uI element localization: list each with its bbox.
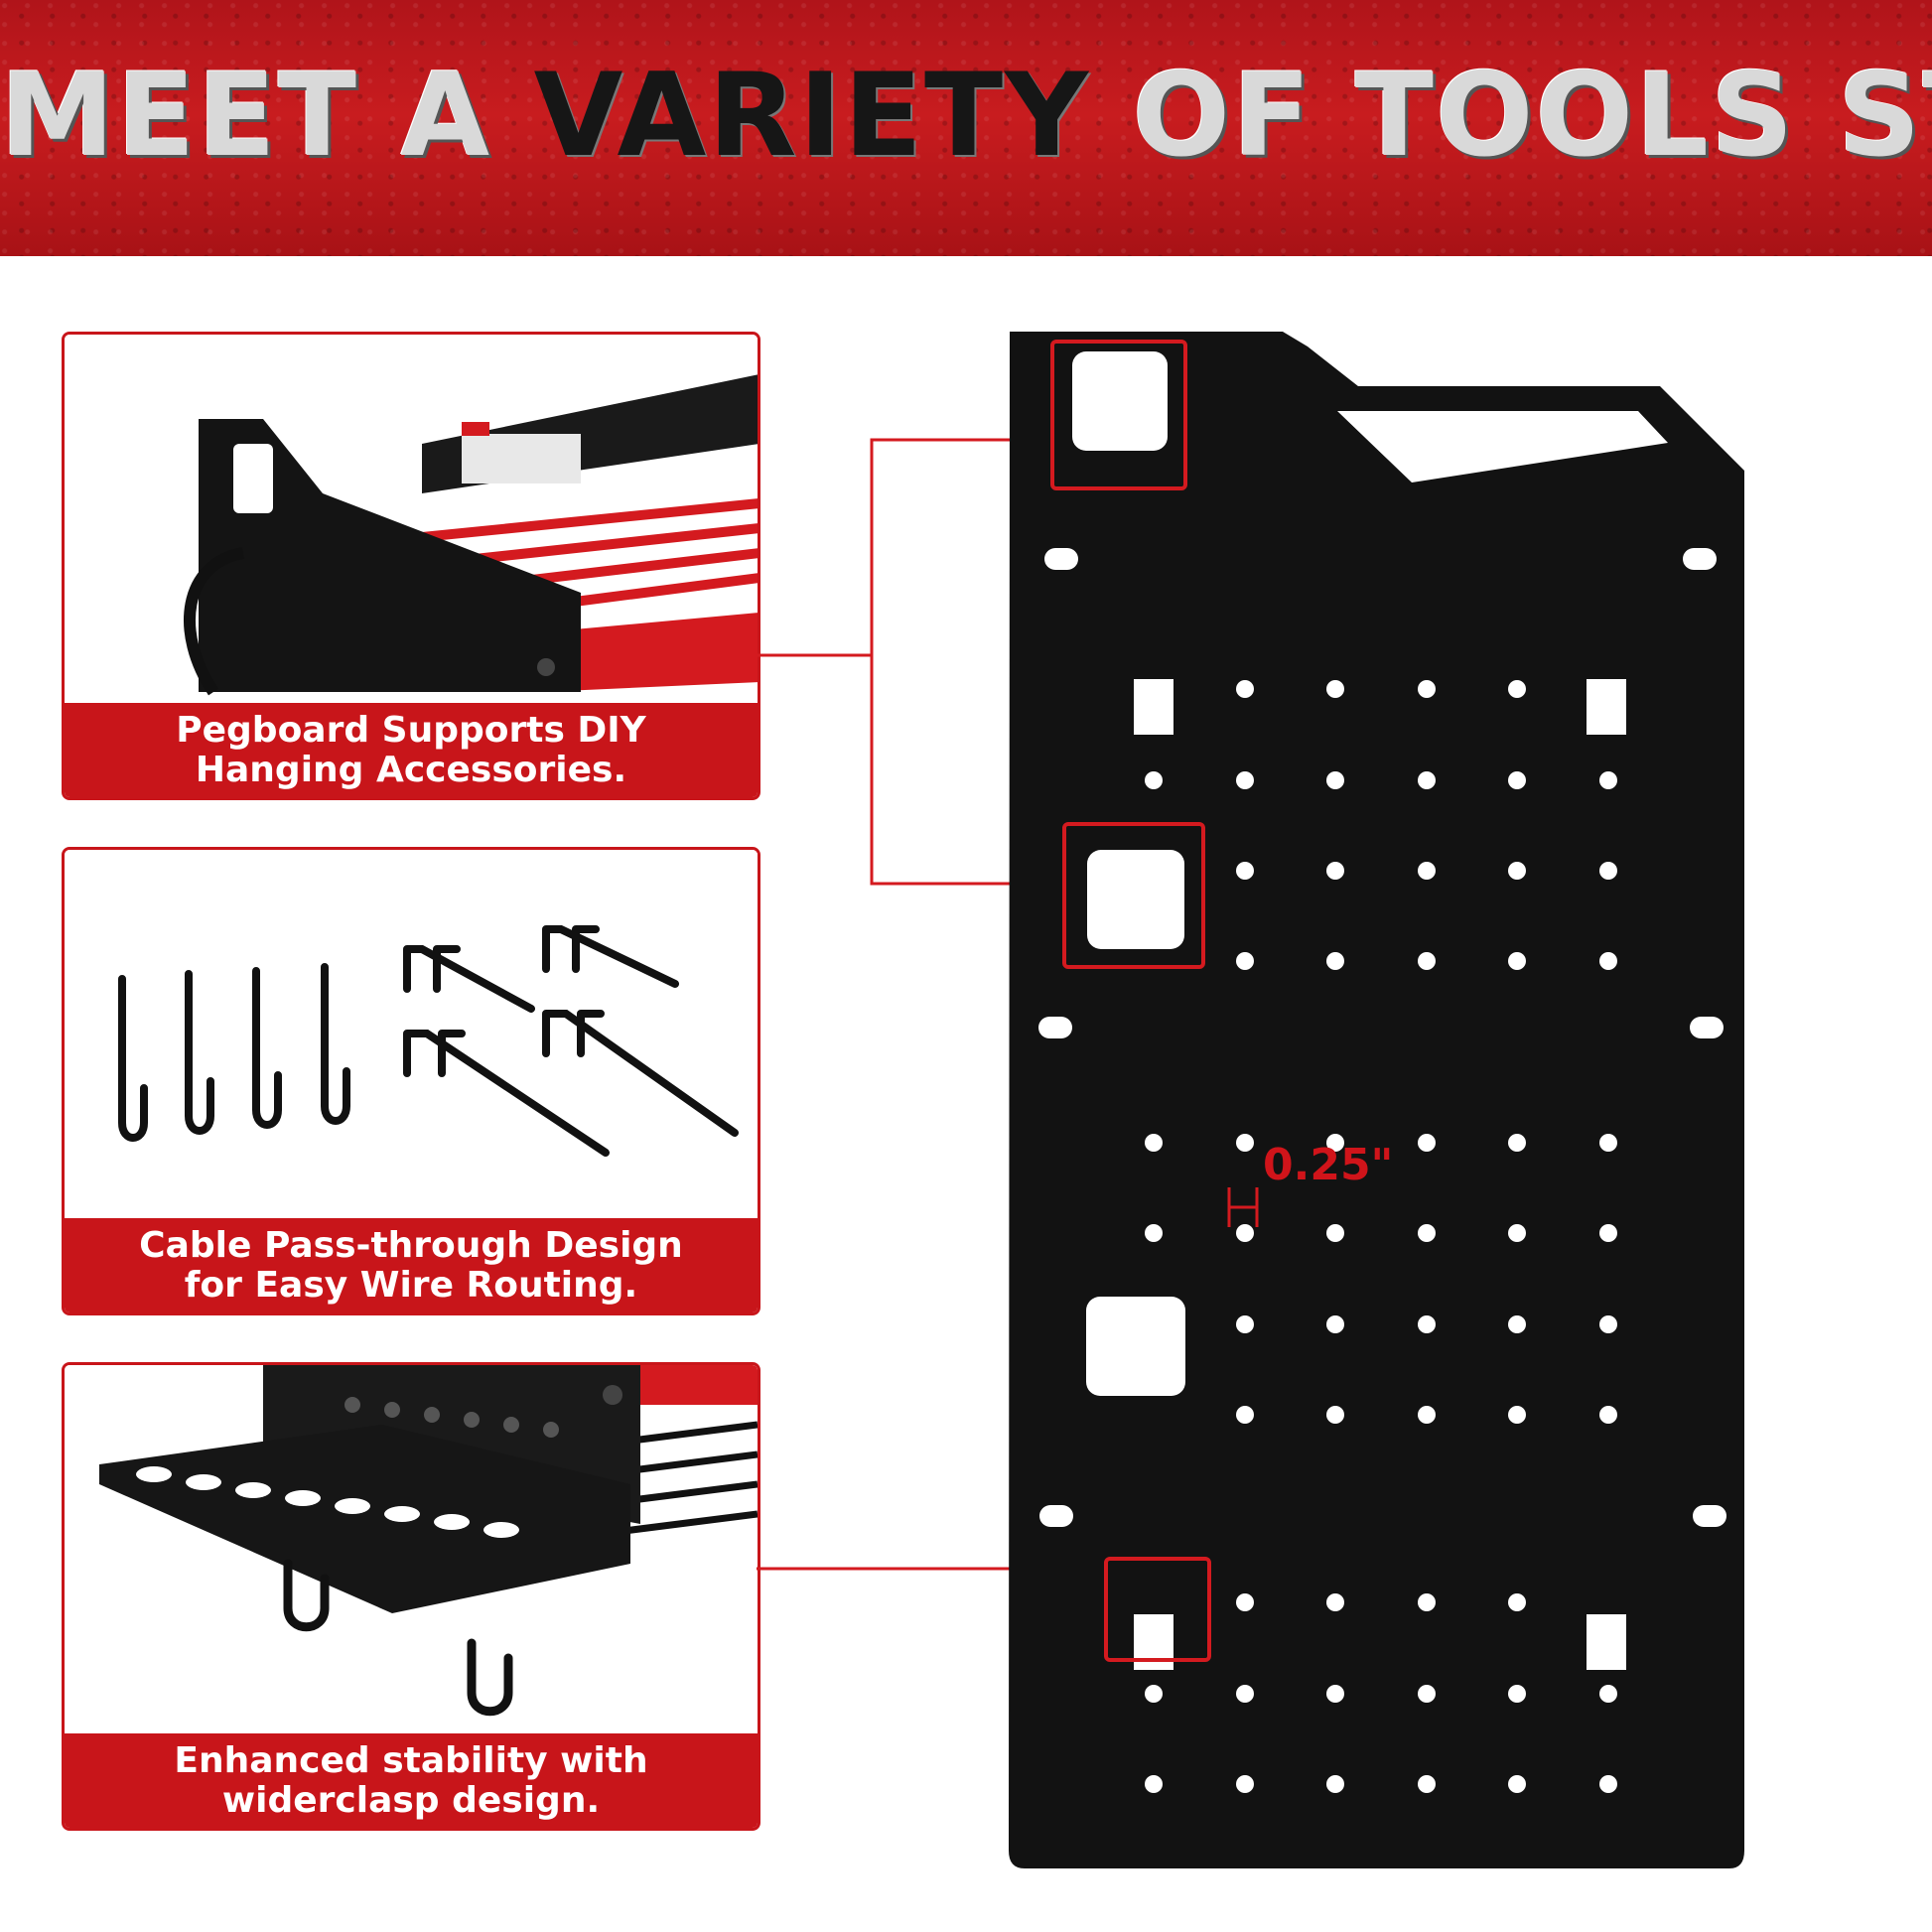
peg-hole — [1326, 1685, 1344, 1703]
peg-hole — [1599, 1406, 1617, 1424]
peg-hole — [1508, 1775, 1526, 1793]
shelf-power-strip-image — [65, 335, 758, 702]
cable-cutout-middle — [1087, 850, 1184, 949]
peg-hole — [1418, 1593, 1436, 1611]
caption-line1: Pegboard Supports DIY — [176, 709, 646, 751]
peg-hole — [1599, 1775, 1617, 1793]
peg-hole — [1326, 771, 1344, 789]
caption-line1: Cable Pass-through Design — [139, 1224, 683, 1266]
peg-hole — [1508, 1685, 1526, 1703]
peg-hole — [1326, 1775, 1344, 1793]
peg-hole — [1599, 1685, 1617, 1703]
peg-hole — [1599, 952, 1617, 970]
hole-size-label: 0.25" — [1263, 1140, 1394, 1190]
peg-hole — [1599, 771, 1617, 789]
feature-caption-pegboard: Pegboard Supports DIY Hanging Accessorie… — [65, 703, 758, 797]
highlight-box-middle — [1062, 822, 1205, 969]
peg-hole — [1508, 862, 1526, 880]
peg-hole — [1236, 1315, 1254, 1333]
banner-title-part3: OF TOOLS STORAGE — [1132, 49, 1932, 183]
caption-line2: Hanging Accessories. — [195, 749, 627, 790]
peg-hole — [1418, 1406, 1436, 1424]
highlight-box-bottom — [1104, 1557, 1211, 1662]
peg-hole — [1236, 1224, 1254, 1242]
tool-rack-clasp-image — [65, 1365, 758, 1732]
peg-hole — [1599, 862, 1617, 880]
peg-hole — [1236, 1134, 1254, 1152]
peg-hole — [1326, 1134, 1344, 1152]
peg-hole — [1326, 1224, 1344, 1242]
cable-cutout-top — [1072, 351, 1168, 451]
dimension-marker — [1227, 1187, 1259, 1227]
peg-hole — [1326, 680, 1344, 698]
caption-line2: for Easy Wire Routing. — [184, 1264, 638, 1306]
peg-hole — [1508, 1134, 1526, 1152]
peg-hole — [1326, 1406, 1344, 1424]
peg-hole — [1236, 1685, 1254, 1703]
pegboard-body — [1009, 332, 1744, 1868]
caption-line2: widerclasp design. — [221, 1779, 601, 1821]
peg-hole — [1599, 1224, 1617, 1242]
peg-hole — [1236, 771, 1254, 789]
feature-card-pegboard: Pegboard Supports DIY Hanging Accessorie… — [62, 332, 760, 800]
peg-hole — [1145, 771, 1163, 789]
peg-hole — [1326, 1593, 1344, 1611]
feature-card-hooks: Cable Pass-through Design for Easy Wire … — [62, 847, 760, 1315]
feature-card-clasp: Enhanced stability with widerclasp desig… — [62, 1362, 760, 1831]
highlight-box-top — [1050, 340, 1187, 490]
peg-hole — [1236, 1593, 1254, 1611]
caption-line1: Enhanced stability with — [174, 1739, 648, 1781]
banner-title: MEET A VARIETY OF TOOLS STORAGE — [0, 52, 1932, 181]
connector-line-top — [757, 438, 1052, 657]
peg-hole — [1418, 1224, 1436, 1242]
hooks-accessories-image — [65, 850, 758, 1217]
peg-hole — [1599, 1315, 1617, 1333]
banner-title-part2: VARIETY — [533, 49, 1091, 183]
peg-hole — [1508, 1224, 1526, 1242]
header-banner: MEET A VARIETY OF TOOLS STORAGE — [0, 0, 1932, 256]
peg-hole — [1326, 1315, 1344, 1333]
peg-hole — [1236, 862, 1254, 880]
peg-hole — [1508, 680, 1526, 698]
peg-hole — [1508, 1315, 1526, 1333]
peg-hole — [1508, 771, 1526, 789]
peg-hole — [1145, 1134, 1163, 1152]
peg-hole — [1599, 1134, 1617, 1152]
pegboard-panel — [1009, 332, 1744, 1868]
peg-hole — [1508, 1406, 1526, 1424]
peg-hole — [1418, 771, 1436, 789]
peg-hole — [1418, 862, 1436, 880]
peg-hole — [1145, 1685, 1163, 1703]
peg-hole — [1236, 1406, 1254, 1424]
peg-hole — [1508, 1593, 1526, 1611]
peg-hole — [1326, 862, 1344, 880]
connector-line-middle — [870, 655, 1064, 886]
peg-hole — [1236, 952, 1254, 970]
feature-caption-cable: Cable Pass-through Design for Easy Wire … — [65, 1218, 758, 1312]
peg-hole — [1418, 952, 1436, 970]
peg-hole — [1145, 1224, 1163, 1242]
peg-hole — [1418, 1685, 1436, 1703]
peg-hole — [1418, 1315, 1436, 1333]
feature-caption-clasp: Enhanced stability with widerclasp desig… — [65, 1733, 758, 1828]
cable-cutout-lower — [1086, 1297, 1185, 1396]
peg-hole — [1418, 1775, 1436, 1793]
peg-hole — [1418, 680, 1436, 698]
peg-hole — [1508, 952, 1526, 970]
peg-hole — [1236, 680, 1254, 698]
peg-hole — [1145, 1775, 1163, 1793]
peg-hole — [1326, 952, 1344, 970]
peg-hole — [1236, 1775, 1254, 1793]
handle-cutout — [1337, 411, 1668, 483]
peg-hole — [1418, 1134, 1436, 1152]
banner-title-part1: MEET A — [0, 49, 492, 183]
